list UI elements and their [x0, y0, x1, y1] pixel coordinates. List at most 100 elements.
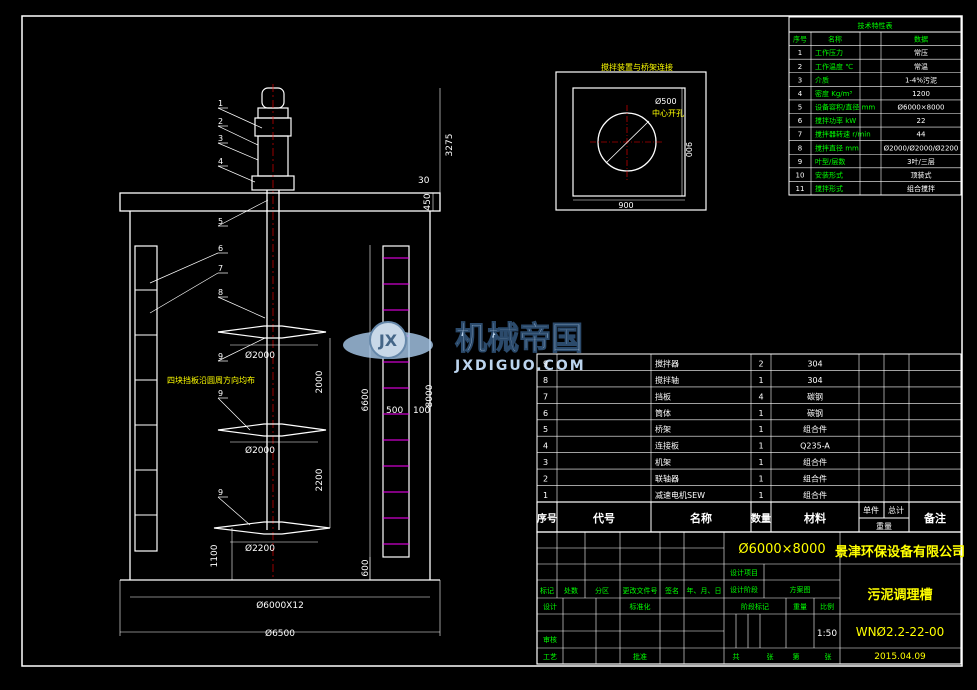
bom-row-name: 搅拌轴 — [655, 375, 679, 385]
callout-label: 4 — [218, 157, 223, 166]
tb-drawing-no: WNØ2.2-22-00 — [856, 625, 945, 639]
watermark-url: JXDIGUO.COM — [454, 358, 586, 374]
spec-row-no: 6 — [798, 117, 803, 125]
spec-row-no: 3 — [798, 76, 802, 84]
svg-text:JX: JX — [378, 331, 398, 350]
dim-impeller-3: Ø2200 — [245, 543, 275, 554]
bom-header-total: 总计 — [888, 505, 904, 515]
rev-count: 处数 — [564, 586, 578, 595]
dim-beam: 450 — [423, 193, 433, 210]
dim-baffle-gap: 100 — [413, 406, 430, 416]
tb-spec: Ø6000×8000 — [738, 542, 825, 557]
callout-label: 6 — [218, 244, 223, 253]
plan-height-dim: 900 — [684, 142, 693, 157]
spec-row-value: 22 — [917, 117, 926, 125]
spec-row-no: 7 — [798, 131, 802, 139]
callout-label: 9 — [218, 488, 223, 497]
watermark-logo: JX 机械帝国 JXDIGUO.COM — [343, 319, 586, 374]
callout-leader — [217, 125, 259, 146]
dim-baffle-bottom: 600 — [361, 559, 371, 576]
tb-product: 污泥调理槽 — [867, 587, 932, 603]
bom-header-single: 单件 — [863, 505, 879, 515]
spec-row-no: 4 — [798, 90, 803, 98]
dim-inner-dia: Ø6000X12 — [256, 600, 304, 611]
bom-row-no: 8 — [543, 376, 548, 385]
bom-row-no: 2 — [543, 475, 548, 484]
spec-row-value: Ø2000/Ø2000/Ø2200 — [884, 144, 959, 152]
plan-width-dim: 900 — [618, 201, 633, 210]
tb-design: 设计 — [543, 602, 557, 611]
bom-row-qty: 1 — [758, 491, 763, 500]
callout-label: 8 — [218, 288, 223, 297]
rev-doc: 更改文件号 — [623, 586, 658, 595]
dim-bottom-clear: 1100 — [210, 544, 220, 567]
tb-sheets-total: 共 — [733, 652, 740, 661]
dim-top-height: 3275 — [445, 134, 455, 157]
bom-row-name: 挡板 — [655, 391, 671, 401]
callout-leader — [217, 199, 269, 227]
callout-leader — [149, 272, 219, 314]
spec-table-title: 技术特性表 — [858, 21, 893, 30]
callout-label: 9 — [218, 389, 223, 398]
spec-header-2: 数据 — [914, 35, 928, 44]
tb-design-project: 设计项目 — [730, 568, 758, 577]
dim-baffle-width: 500 — [386, 406, 403, 416]
bom-row-name: 桥架 — [655, 424, 671, 434]
plan-hole-dia: Ø500 — [655, 96, 677, 106]
spec-header-0: 序号 — [793, 35, 807, 44]
bom-row-no: 1 — [543, 491, 548, 500]
tb-sheets-unit: 张 — [767, 652, 774, 661]
callout-leader — [217, 296, 266, 319]
title-block: 标记 处数 分区 更改文件号 签名 年、月、日 设计 标准化 审核 工艺 批准 … — [536, 531, 965, 665]
bom-header-name: 名称 — [690, 511, 712, 525]
dim-span-upper: 2000 — [315, 370, 325, 393]
bom-row-no: 4 — [543, 442, 548, 451]
dim-impeller-1: Ø2000 — [245, 350, 275, 361]
bom-row-qty: 1 — [758, 409, 763, 418]
spec-row-name: 搅拌形式 — [815, 184, 843, 193]
bom-row-material: 碳钢 — [807, 408, 823, 418]
spec-row-value: 44 — [917, 131, 926, 139]
bom-row-name: 减速电机SEW — [655, 490, 705, 500]
plan-view: 搅拌装置与桥架连接 Ø500 中心开孔 900 900 — [555, 62, 707, 211]
callout-label: 1 — [218, 99, 223, 108]
spec-row-value: 常压 — [914, 48, 928, 57]
spec-row-value: 顶装式 — [911, 170, 932, 179]
bom-row-material: 304 — [807, 359, 822, 368]
baffle-note: 四块挡板沿圆周方向均布 — [167, 375, 255, 385]
bom-header-no: 序号 — [537, 512, 557, 525]
callout-leader — [149, 252, 219, 284]
tb-sheet-no: 第 — [793, 652, 800, 661]
spec-row-no: 10 — [796, 171, 805, 179]
callout-label: 2 — [218, 117, 223, 126]
plan-hole-note: 中心开孔 — [652, 108, 684, 118]
rev-date: 年、月、日 — [687, 586, 722, 595]
callout-label: 7 — [218, 264, 223, 273]
tb-date: 2015.04.09 — [874, 652, 926, 662]
bom-header-remark: 备注 — [923, 511, 946, 525]
bom-row-material: 304 — [807, 376, 822, 385]
bom-row-no: 3 — [543, 458, 548, 467]
bom-row-name: 连接板 — [655, 441, 679, 451]
rev-mark: 标记 — [540, 586, 554, 595]
callout-label: 5 — [218, 217, 223, 226]
spec-row-name: 搅拌功率 kW — [815, 116, 856, 125]
bom-row-no: 9 — [543, 359, 548, 368]
spec-row-name: 介质 — [815, 75, 829, 84]
bom-row-material: Q235-A — [800, 442, 830, 451]
bom-row-name: 联轴器 — [655, 474, 679, 484]
spec-row-value: 组合搅拌 — [907, 184, 935, 193]
rev-sign: 签名 — [665, 586, 679, 595]
dim-outer-dia: Ø6500 — [265, 628, 295, 639]
tb-approve: 批准 — [633, 652, 647, 661]
callout-label: 3 — [218, 134, 223, 143]
spec-row-value: 常温 — [914, 62, 928, 71]
tb-company: 景津环保设备有限公司 — [835, 544, 965, 560]
bom-header-weight: 重量 — [876, 521, 892, 531]
dim-tank-height: 8000 — [425, 384, 435, 407]
bom-header-code: 代号 — [592, 511, 615, 525]
bom-header-material: 材料 — [804, 511, 826, 525]
spec-row-no: 5 — [798, 104, 802, 112]
